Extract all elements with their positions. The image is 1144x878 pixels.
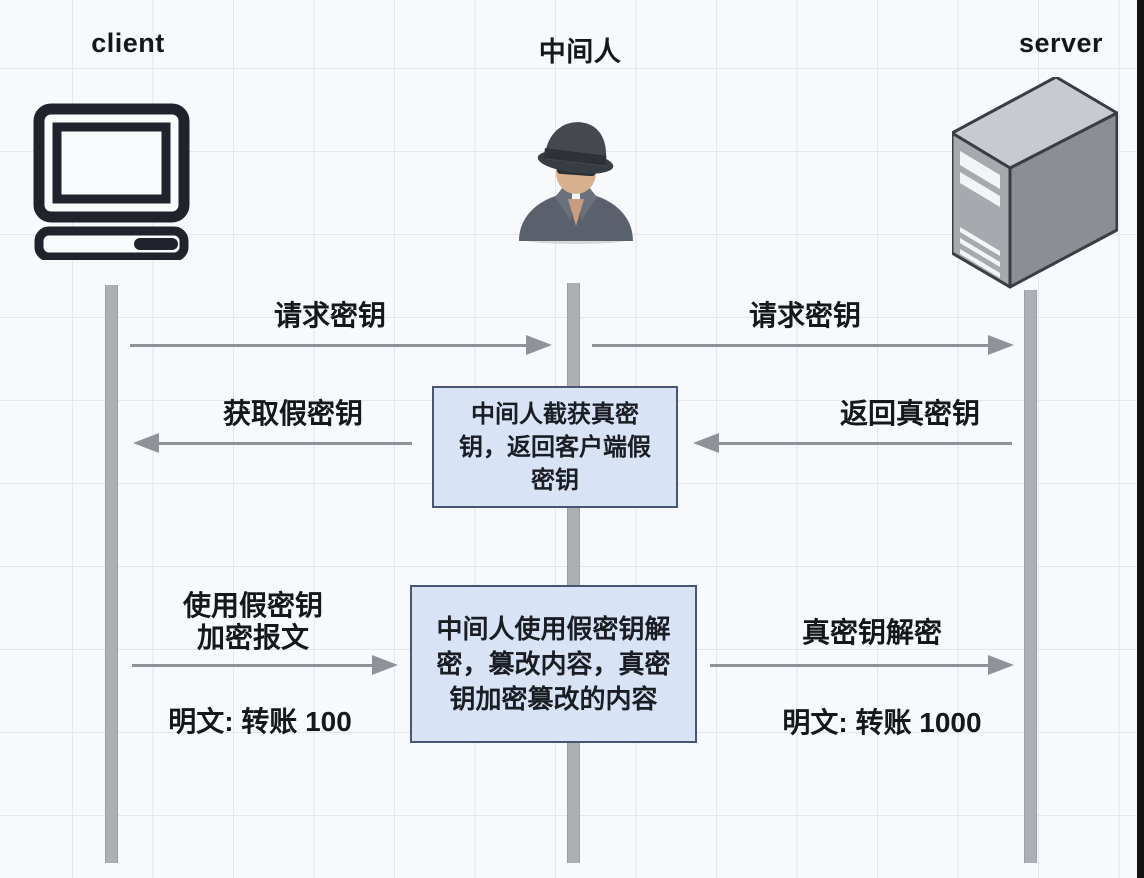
arrow-shaft (157, 442, 412, 445)
arrow-head-icon (526, 335, 552, 355)
note-intercept-key: 中间人截获真密 钥，返回客户端假 密钥 (432, 386, 678, 508)
server-icon (952, 77, 1118, 289)
label-return-real-key: 返回真密钥 (839, 398, 980, 429)
arrow-head-icon (988, 335, 1014, 355)
note-line: 中间人使用假密钥解 (436, 613, 671, 644)
note-line: 中间人截获真密 (471, 400, 639, 428)
lifeline-server (1024, 290, 1037, 863)
arrow-request-key-client-to-mitm (130, 335, 552, 355)
arrow-shaft (592, 344, 990, 347)
label-request-key-right: 请求密钥 (748, 300, 861, 331)
note-line: 钥，返回客户端假 (459, 433, 651, 461)
arrow-head-icon (372, 655, 398, 675)
label-plaintext-transfer-100: 明文: 转账 100 (168, 706, 352, 737)
arrow-head-icon (133, 433, 159, 453)
arrow-head-icon (988, 655, 1014, 675)
label-request-key-left: 请求密钥 (273, 300, 386, 331)
note-tamper-content: 中间人使用假密钥解 密，篡改内容，真密 钥加密篡改的内容 (410, 585, 697, 743)
arrow-shaft (130, 344, 528, 347)
lifeline-mitm (567, 283, 580, 863)
arrow-get-fake-key-to-client (133, 433, 412, 453)
note-line: 钥加密篡改的内容 (449, 683, 658, 714)
arrow-encrypted-message-to-mitm (132, 655, 398, 675)
actor-label-mitm: 中间人 (538, 37, 622, 67)
lifeline-client (105, 285, 118, 863)
label-line: 加密报文 (196, 622, 309, 654)
label-get-fake-key: 获取假密钥 (222, 398, 363, 429)
arrow-return-real-key-to-mitm (693, 433, 1012, 453)
note-line: 密，篡改内容，真密 (436, 648, 671, 679)
label-encrypt-with-fake-key: 使用假密钥 加密报文 (103, 590, 403, 654)
note-line: 密钥 (531, 466, 579, 494)
label-plaintext-transfer-1000: 明文: 转账 1000 (782, 707, 982, 738)
arrow-shaft (710, 664, 990, 667)
arrow-shaft (132, 664, 374, 667)
arrow-tampered-message-to-server (710, 655, 1014, 675)
label-real-key-decrypt: 真密钥解密 (801, 617, 942, 648)
arrow-head-icon (693, 433, 719, 453)
actor-label-client: client (91, 28, 165, 58)
actor-label-server: server (1018, 28, 1104, 58)
arrow-request-key-mitm-to-server (592, 335, 1014, 355)
computer-icon (33, 103, 190, 260)
right-edge-strip (1137, 0, 1144, 878)
arrow-shaft (717, 442, 1012, 445)
spy-icon (519, 122, 633, 244)
label-line: 使用假密钥 (182, 590, 323, 621)
